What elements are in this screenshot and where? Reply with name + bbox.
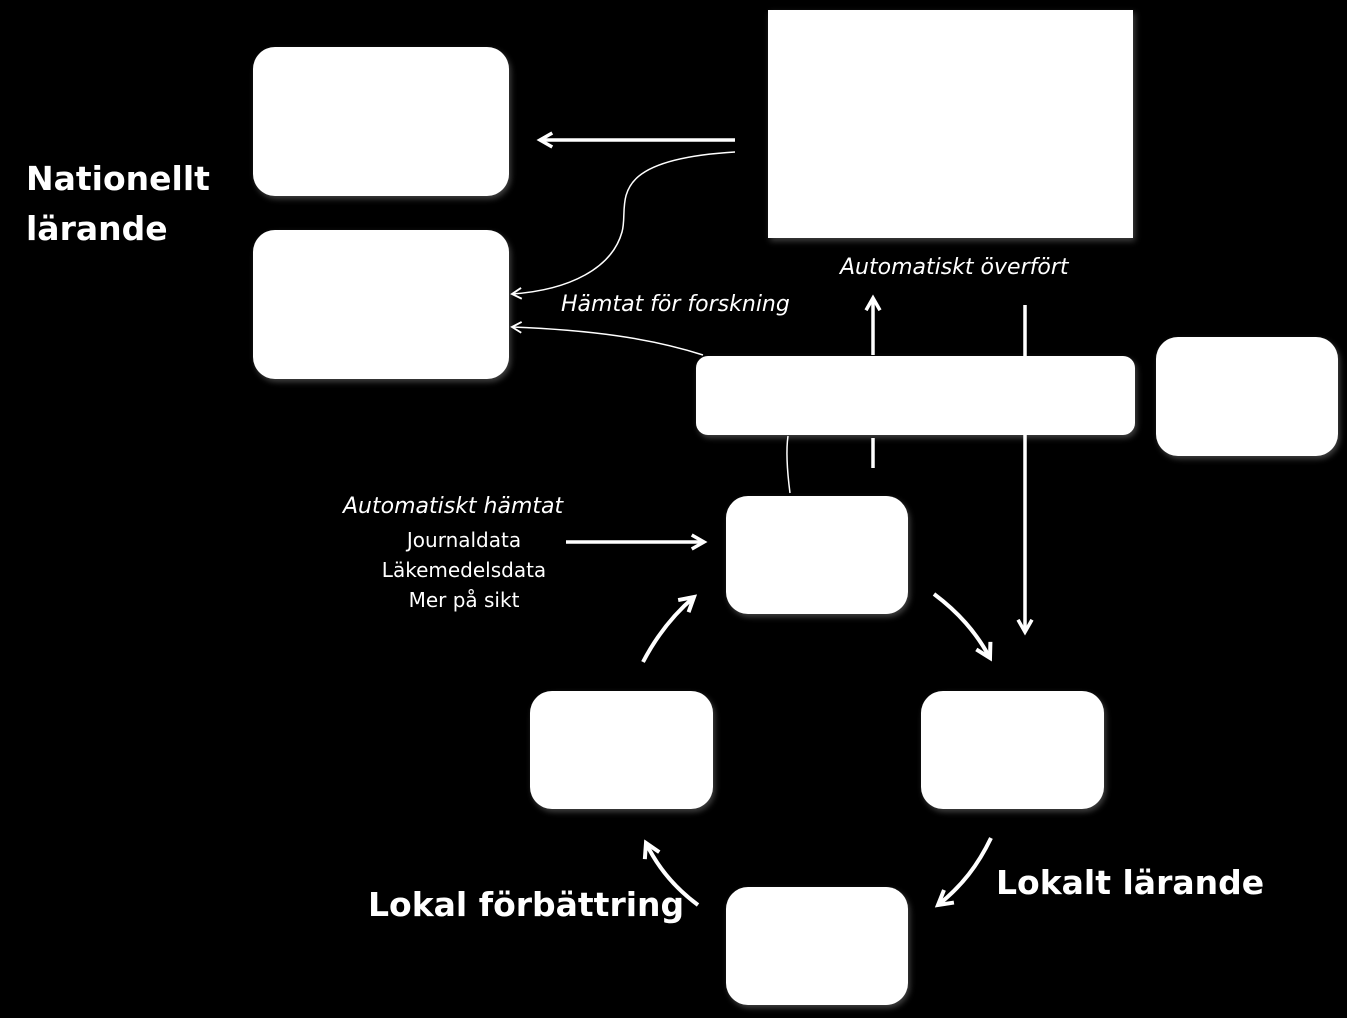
- label-national-line1: Nationellt: [26, 159, 210, 198]
- label-lokalt-larande: Lokalt lärande: [996, 863, 1265, 902]
- label-journaldata: Journaldata: [406, 528, 522, 552]
- cycle-arrow-bottom-left: [642, 839, 700, 907]
- cycle-arrow-left-top: [641, 594, 698, 663]
- cycle-box-left: [530, 691, 713, 809]
- label-hamtat-for-forskning: Hämtat för forskning: [561, 292, 790, 317]
- label-automatiskt-hamtat: Automatiskt hämtat: [343, 494, 564, 519]
- line-cycle-to-wide: [786, 435, 791, 494]
- label-mer-pa-sikt: Mer på sikt: [408, 588, 520, 612]
- cycle-arrow-right-bottom: [934, 837, 993, 908]
- cycle-box-bottom: [726, 887, 908, 1005]
- curve-wide-to-research: [510, 321, 704, 356]
- wide-middle-box: [696, 356, 1135, 435]
- curve-registry-to-research: [510, 151, 736, 300]
- label-automatiskt-overfort: Automatiskt överfört: [840, 255, 1069, 280]
- label-lokal-forbattring: Lokal förbättring: [368, 885, 685, 924]
- national-box-top: [253, 47, 509, 196]
- cycle-box-right: [921, 691, 1104, 809]
- label-lakemedelsdata: Läkemedelsdata: [381, 558, 547, 582]
- national-registry-box: [768, 10, 1133, 238]
- cycle-box-top: [726, 496, 908, 614]
- national-box-bottom: [253, 230, 509, 379]
- cycle-arrow-top-right: [932, 592, 993, 662]
- right-side-box: [1156, 337, 1338, 456]
- label-national-line2: lärande: [26, 209, 168, 248]
